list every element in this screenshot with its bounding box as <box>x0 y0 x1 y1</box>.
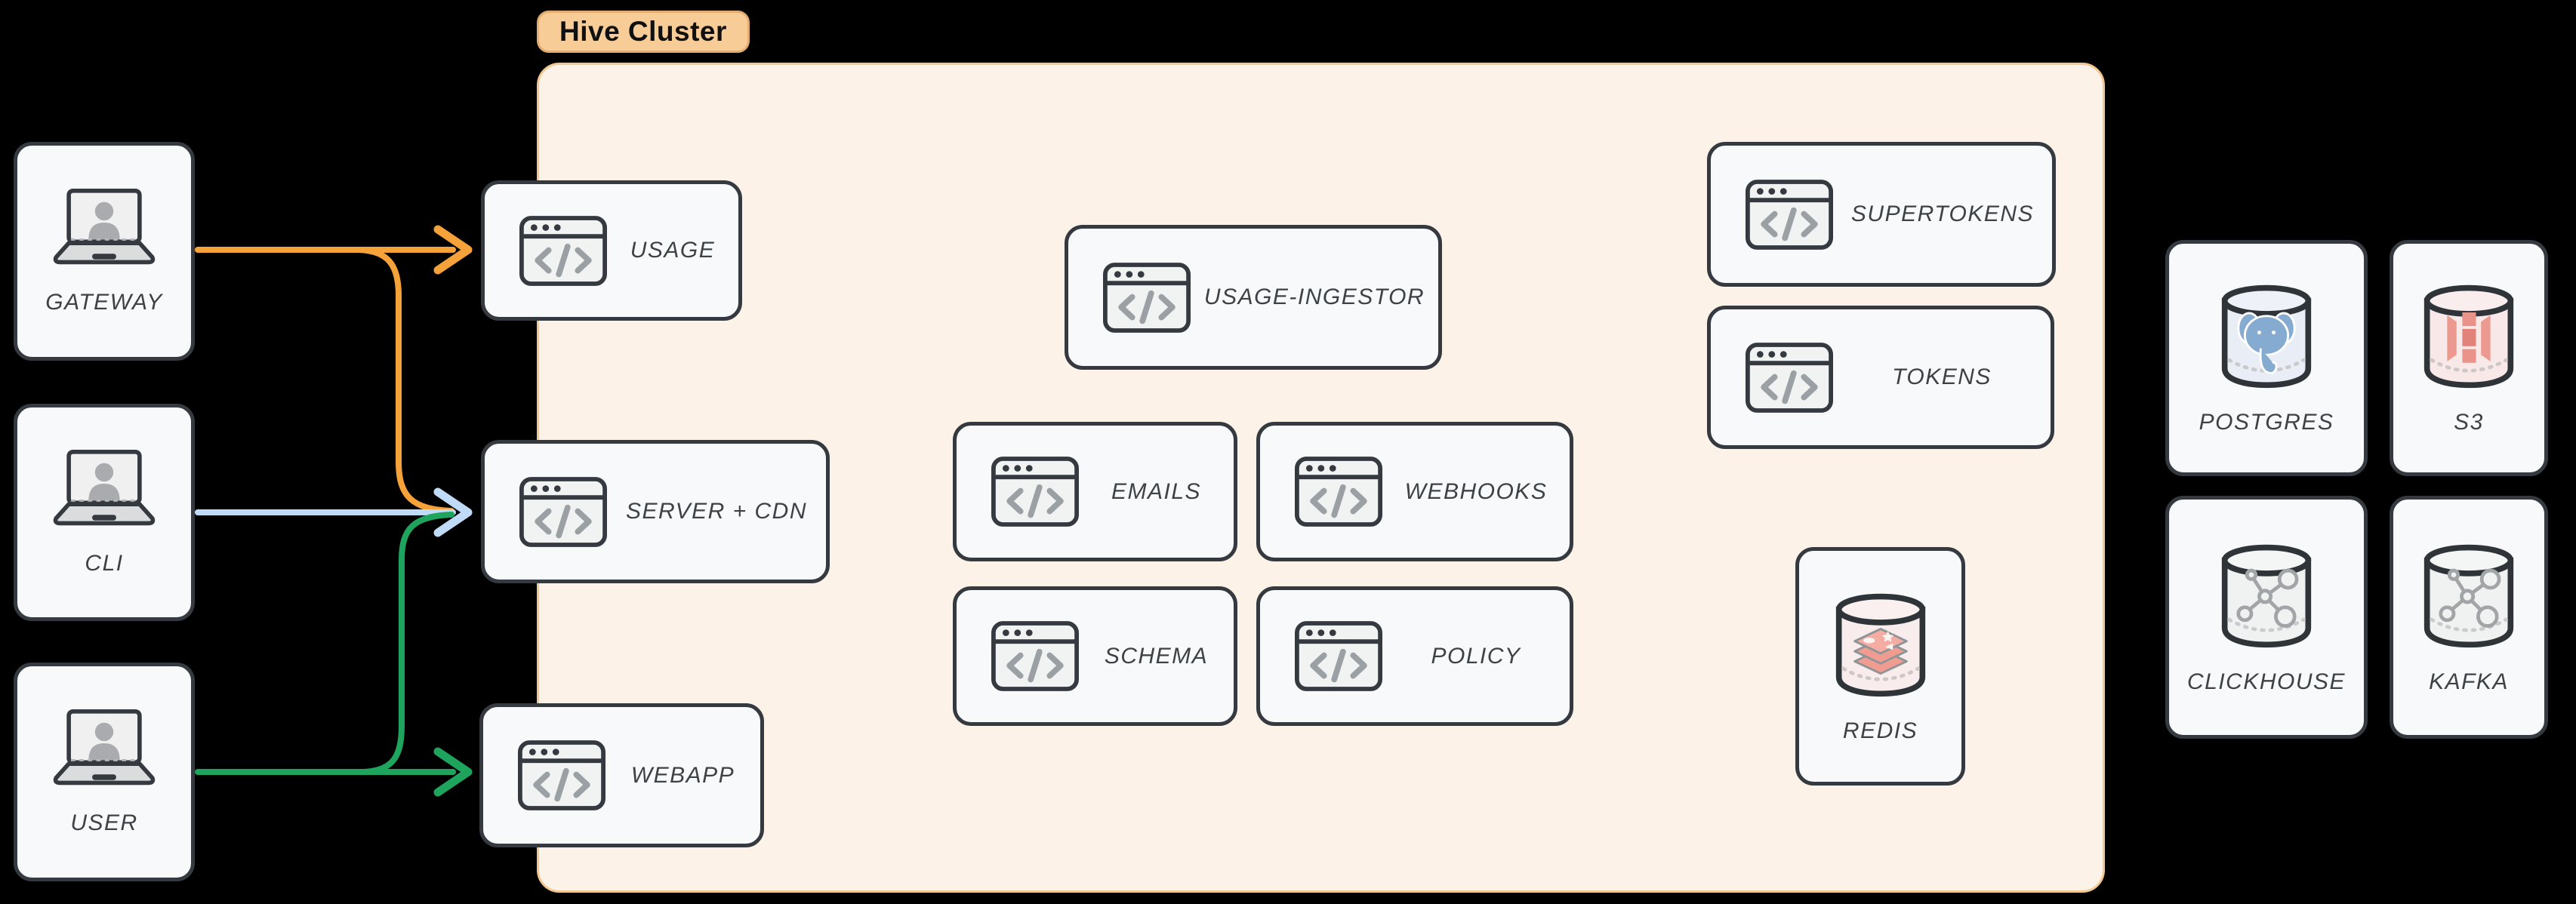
node-schema: SCHEMA <box>953 586 1237 726</box>
code-window-icon <box>1295 456 1382 527</box>
s3-database-icon <box>2421 281 2516 390</box>
node-label: WEBAPP <box>630 762 735 788</box>
code-window-icon <box>991 620 1079 692</box>
node-kafka: KAFKA <box>2390 496 2548 739</box>
node-label: CLI <box>85 550 124 576</box>
node-label: WEBHOOKS <box>1404 478 1548 504</box>
code-window-icon <box>1746 179 1833 251</box>
node-label: CLICKHOUSE <box>2186 669 2346 694</box>
laptop-user-icon <box>48 188 161 267</box>
kafka-database-icon <box>2421 540 2516 650</box>
node-postgres: POSTGRES <box>2165 240 2368 476</box>
node-label: USAGE <box>630 238 716 263</box>
node-usage-ingestor: USAGE-INGESTOR <box>1065 225 1442 370</box>
code-window-icon <box>1295 620 1382 692</box>
node-label: SUPERTOKENS <box>1850 201 2035 226</box>
node-label: TOKENS <box>1892 364 1992 389</box>
cluster-badge-label: Hive Cluster <box>559 16 727 47</box>
code-window-icon <box>1746 342 1833 414</box>
postgres-database-icon <box>2219 281 2314 390</box>
node-label: SCHEMA <box>1104 643 1209 669</box>
node-redis: REDIS <box>1795 547 1965 786</box>
node-webhooks: WEBHOOKS <box>1256 422 1573 561</box>
laptop-user-icon <box>48 449 161 528</box>
node-label: POLICY <box>1431 643 1521 669</box>
node-label: EMAILS <box>1111 478 1202 504</box>
node-label: USER <box>70 810 138 835</box>
code-window-icon <box>519 215 607 287</box>
code-window-icon <box>518 739 605 811</box>
node-emails: EMAILS <box>953 422 1237 561</box>
redis-database-icon <box>1833 589 1928 699</box>
node-clickhouse: CLICKHOUSE <box>2165 496 2368 739</box>
node-label: GATEWAY <box>45 289 163 315</box>
node-label: USAGE-INGESTOR <box>1203 284 1425 309</box>
cluster-badge: Hive Cluster <box>537 11 750 53</box>
laptop-user-icon <box>48 709 161 788</box>
code-window-icon <box>1103 262 1191 334</box>
edge-gateway-to-usage <box>195 225 473 275</box>
node-s3: S3 <box>2390 240 2548 476</box>
node-server-cdn: SERVER + CDN <box>481 440 830 583</box>
edge-cli-to-server-cdn <box>195 487 473 537</box>
node-supertokens: SUPERTOKENS <box>1707 142 2056 287</box>
code-window-icon <box>519 476 607 548</box>
node-policy: POLICY <box>1256 586 1573 726</box>
node-label: REDIS <box>1842 718 1918 743</box>
node-label: KAFKA <box>2429 669 2509 694</box>
edge-gateway-to-server-cdn <box>355 247 454 514</box>
code-window-icon <box>991 456 1079 527</box>
node-gateway: GATEWAY <box>14 142 195 361</box>
edge-user-to-server-cdn <box>359 512 454 775</box>
node-label: S3 <box>2454 410 2484 435</box>
node-webapp: WEBAPP <box>479 703 764 847</box>
node-cli: CLI <box>14 404 195 621</box>
node-tokens: TOKENS <box>1707 306 2054 449</box>
node-label: SERVER + CDN <box>625 499 807 524</box>
node-usage: USAGE <box>481 180 742 321</box>
edge-user-to-webapp <box>195 747 473 797</box>
node-user: USER <box>14 663 195 881</box>
clickhouse-database-icon <box>2219 540 2314 650</box>
node-label: POSTGRES <box>2199 410 2334 435</box>
